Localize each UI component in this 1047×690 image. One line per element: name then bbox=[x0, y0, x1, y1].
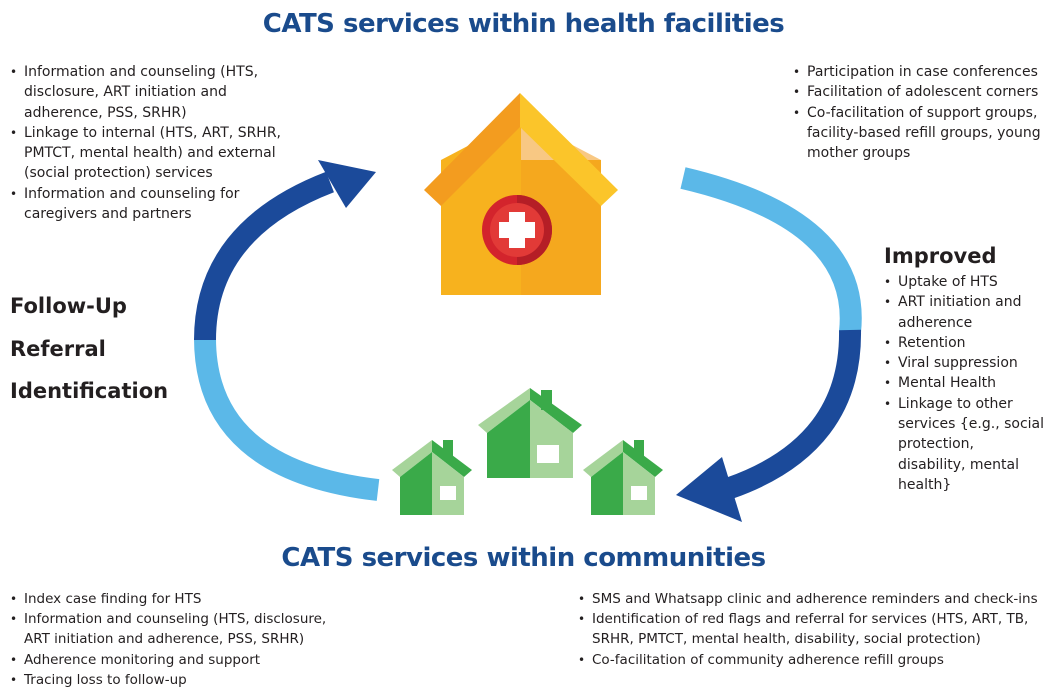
communities-right-list: SMS and Whatsapp clinic and adherence re… bbox=[578, 589, 1046, 670]
label-referral: Referral bbox=[10, 337, 106, 361]
communities-left-list: Index case finding for HTS Information a… bbox=[10, 589, 350, 690]
facilities-right-list: Participation in case conferences Facili… bbox=[793, 62, 1043, 163]
label-identification: Identification bbox=[10, 379, 169, 403]
health-facility-icon bbox=[424, 93, 618, 295]
list-item: Identification of red flags and referral… bbox=[578, 609, 1046, 649]
community-house-right-icon bbox=[583, 440, 663, 515]
list-item: Information and counseling (HTS, disclos… bbox=[10, 62, 300, 123]
left-arc-dark bbox=[194, 171, 334, 341]
list-item: Linkage to internal (HTS, ART, SRHR, PMT… bbox=[10, 123, 300, 184]
community-house-middle-icon bbox=[478, 388, 582, 478]
list-item: Viral suppression bbox=[884, 353, 1044, 374]
list-item: Linkage to other services {e.g., social … bbox=[884, 394, 1044, 495]
list-item: Adherence monitoring and support bbox=[10, 650, 350, 670]
label-follow-up: Follow-Up bbox=[10, 294, 127, 318]
list-item: Tracing loss to follow-up bbox=[10, 670, 350, 690]
list-item: SMS and Whatsapp clinic and adherence re… bbox=[578, 589, 1046, 609]
community-house-left-icon bbox=[392, 440, 472, 515]
right-arc-light bbox=[680, 167, 862, 334]
list-item: Information and counseling for caregiver… bbox=[10, 184, 300, 225]
facilities-left-list: Information and counseling (HTS, disclos… bbox=[10, 62, 300, 224]
list-item: Uptake of HTS bbox=[884, 272, 1044, 293]
right-arc-dark bbox=[726, 329, 862, 499]
list-item: Retention bbox=[884, 333, 1044, 354]
left-arrowhead bbox=[318, 160, 376, 208]
list-item: Information and counseling (HTS, disclos… bbox=[10, 609, 350, 649]
list-item: Index case finding for HTS bbox=[10, 589, 350, 609]
left-arc-light bbox=[194, 337, 380, 501]
improved-list: Uptake of HTS ART initiation and adheren… bbox=[884, 272, 1044, 495]
right-arrowhead bbox=[676, 457, 742, 522]
list-item: Facilitation of adolescent corners bbox=[793, 82, 1043, 103]
list-item: Co-facilitation of support groups, facil… bbox=[793, 103, 1043, 164]
list-item: ART initiation and adherence bbox=[884, 292, 1044, 333]
list-item: Co-facilitation of community adherence r… bbox=[578, 650, 1046, 670]
facilities-title: CATS services within health facilities bbox=[262, 9, 785, 39]
communities-title: CATS services within communities bbox=[281, 543, 766, 573]
list-item: Participation in case conferences bbox=[793, 62, 1043, 83]
improved-heading: Improved bbox=[884, 244, 997, 268]
list-item: Mental Health bbox=[884, 373, 1044, 394]
